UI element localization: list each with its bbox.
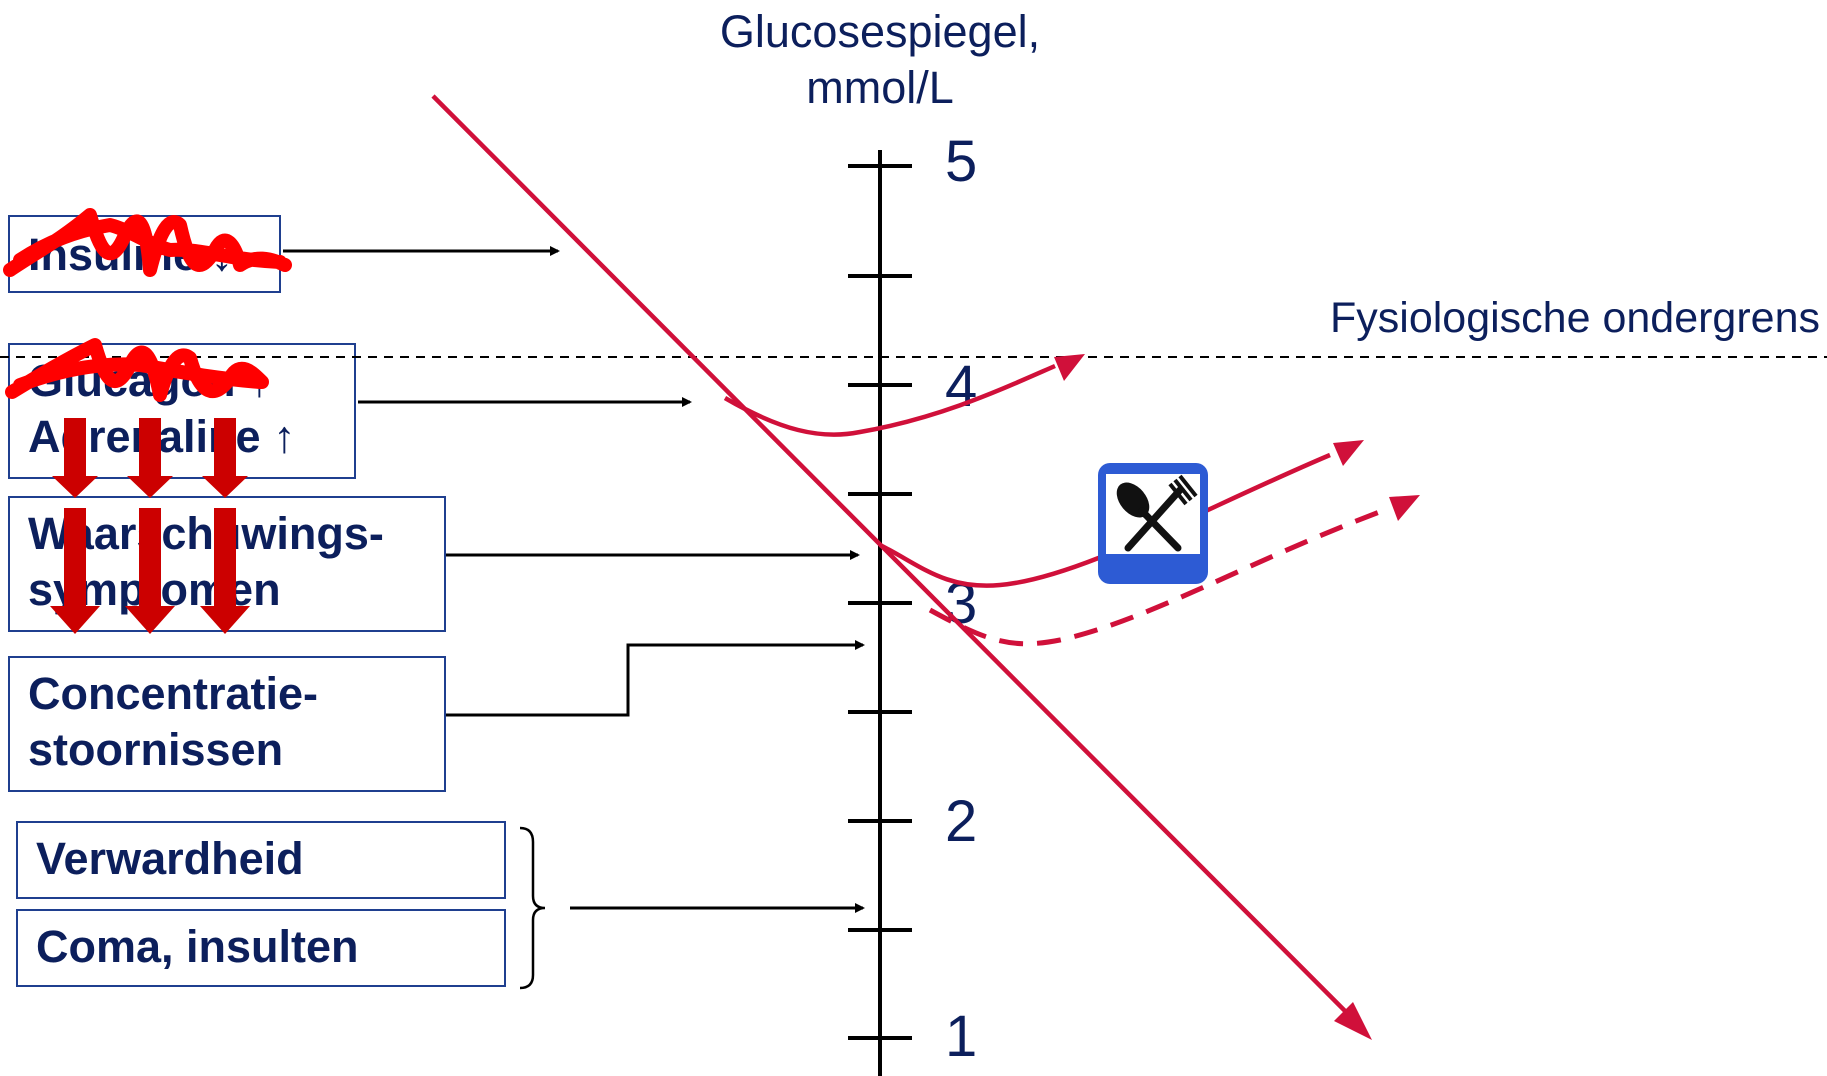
falling-curve-arrowhead [1334,1002,1372,1040]
down-arrow-1b-shaft [64,508,86,612]
down-arrow-3a-head [202,476,248,498]
after-eating-arrowhead [1333,440,1364,466]
dashed-curve-arrowhead [1389,495,1420,521]
scribble-redactions [3,208,292,402]
concentration-line2: stoornissen [28,724,284,775]
glucose-curves [431,94,1420,1040]
concentration-line1: Concentratie- [28,668,319,719]
axis-title-line1: Glucosespiegel, [719,6,1041,57]
counterregulation-curve [723,363,1056,437]
y-axis-ticks [848,164,912,1040]
scribble-glucagon [5,338,269,402]
physiological-limit-label: Fysiologische ondergrens [1330,294,1820,342]
after-eating-curve [878,452,1331,588]
down-arrow-2a-head [127,476,173,498]
curly-bracket [519,826,546,990]
tick-label-2: 2 [945,789,978,854]
concentration-arrow [446,640,865,717]
coma-label: Coma, insulten [36,921,359,972]
down-arrow-2b-shaft [139,508,161,612]
coma-box: Coma, insulten [16,909,506,987]
counterregulation-arrowhead [1054,354,1085,381]
down-arrow-3b-head [200,606,250,634]
dashed-after-eating-curve [928,505,1391,647]
axis-title-line2: mmol/L [806,62,954,113]
confusion-box: Verwardheid [16,821,506,899]
down-arrow-1a-shaft [64,418,86,480]
tick-label-1: 1 [945,1004,978,1069]
down-arrow-2b-head [125,606,175,634]
tick-label-5: 5 [945,129,978,194]
down-arrow-1b-head [50,606,100,634]
warning-symptoms-line1: Waarschuwings- [28,508,384,559]
concentration-box: Concentratie- stoornissen [8,656,446,792]
falling-glucose-curve [431,94,1358,1024]
down-arrow-1a-head [52,476,98,498]
confusion-label: Verwardheid [36,833,304,884]
scribble-insuline [3,208,292,277]
spoon-fork-icon [1098,463,1208,584]
down-arrow-3a-shaft [214,418,236,480]
axis-title: Glucosespiegel, mmol/L [620,4,1140,116]
warning-down-arrows [50,418,250,634]
down-arrow-3b-shaft [214,508,236,612]
down-arrow-2a-shaft [139,418,161,480]
